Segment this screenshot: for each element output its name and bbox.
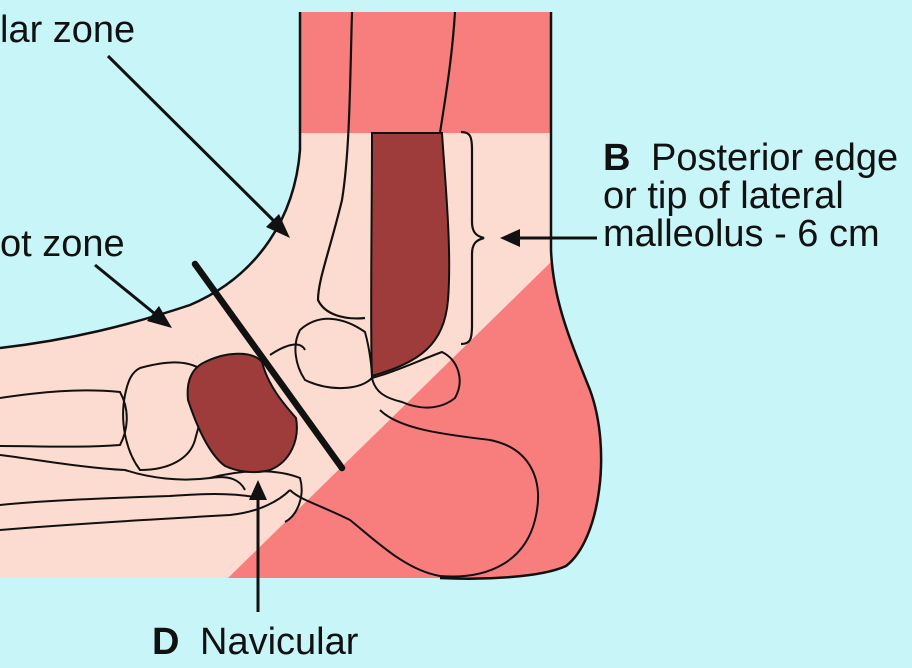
malleolar-zone-arrow [108,56,290,238]
label-navicular: D Navicular [152,621,359,663]
label-malleolar-zone: lar zone [0,9,135,51]
label-navicular-letter: D [152,621,179,663]
label-lateral-malleolus-line1: Posterior edge [651,137,898,179]
label-lateral-malleolus-line2: or tip of lateral [603,175,844,217]
leg-zone-band [290,0,570,133]
label-midfoot-zone: ot zone [0,223,125,265]
label-lateral-malleolus-line3: malleolus - 6 cm [603,213,880,255]
midfoot-zone-arrow [95,265,172,328]
label-lateral-malleolus-letter: B [603,137,630,179]
label-navicular-text: Navicular [200,621,359,663]
label-lateral-malleolus: B Posterior edge [603,137,898,179]
